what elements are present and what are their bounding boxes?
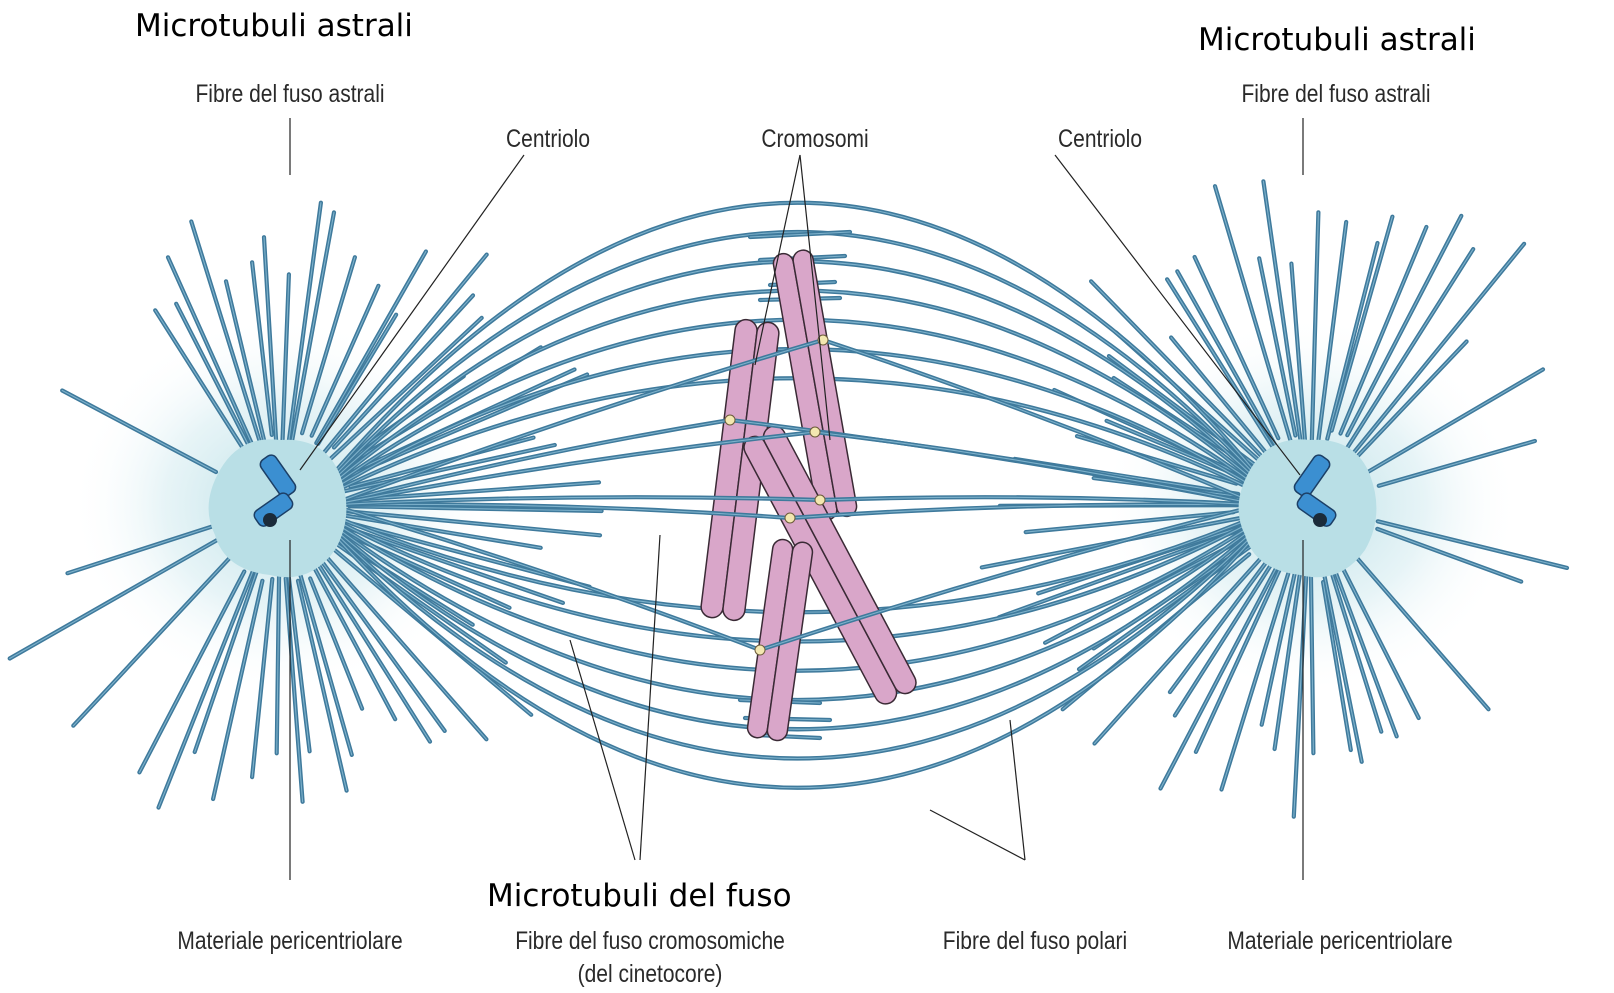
leader-line (930, 810, 1025, 860)
kinetochore-subtitle: (del cinetocore) (574, 960, 725, 989)
kinetochore (725, 415, 735, 425)
astral-fibers-label-left: Fibre del fuso astrali (172, 80, 407, 109)
kinetochore (785, 513, 795, 523)
centrosome-right (1239, 439, 1377, 577)
polar-fibers-label: Fibre del fuso polari (930, 927, 1140, 956)
centriole-label-right: Centriolo (1041, 125, 1159, 154)
centriole-end (263, 513, 277, 527)
leader-line (640, 535, 660, 860)
centriole-label-left: Centriolo (489, 125, 607, 154)
pericentriolar-label-left: Materiale pericentriolare (164, 927, 416, 956)
kinetochore (815, 495, 825, 505)
centriole-end (1313, 513, 1327, 527)
astral-microtubules-label-left: Microtubuli astrali (135, 8, 413, 44)
leader-line (1010, 720, 1025, 860)
astral-fibers-label-right: Fibre del fuso astrali (1218, 80, 1453, 109)
chromosomes-label: Cromosomi (748, 125, 882, 154)
spindle-microtubules-label: Microtubuli del fuso (487, 878, 792, 914)
centrosome-left (209, 439, 347, 577)
pericentriolar-label-right: Materiale pericentriolare (1214, 927, 1466, 956)
kinetochore (810, 427, 820, 437)
leader-line (570, 640, 635, 860)
kinetochore (755, 645, 765, 655)
astral-microtubules-label-right: Microtubuli astrali (1198, 22, 1476, 58)
chromosomal-fibers-label: Fibre del fuso cromosomiche (507, 927, 793, 956)
